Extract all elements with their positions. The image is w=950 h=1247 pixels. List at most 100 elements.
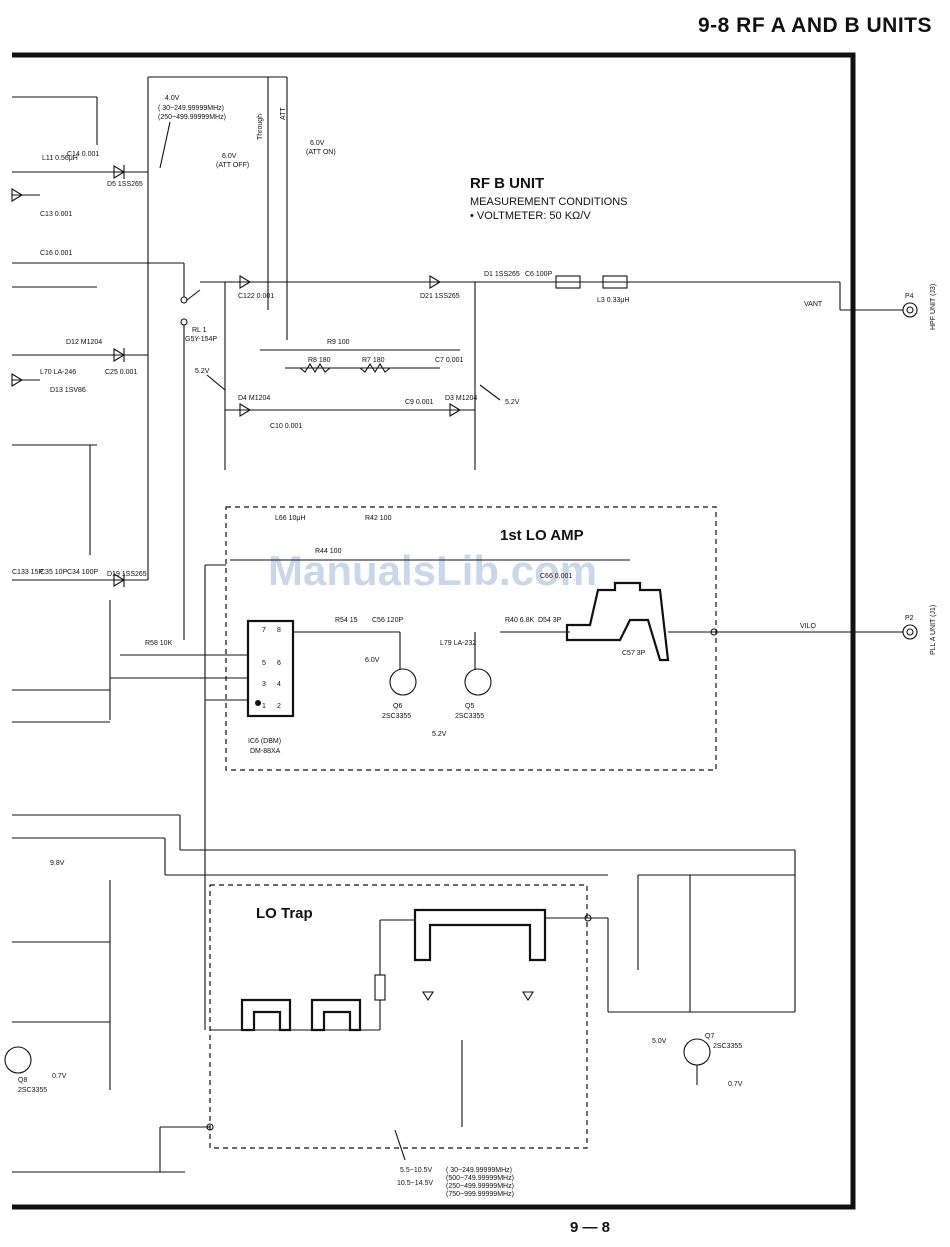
band-note: 4.0V ( 30~249.99999MHz) (250~499.99999MH…: [158, 95, 226, 169]
q6-symbol: [389, 668, 417, 696]
q5-part: 2SC3355: [455, 713, 484, 720]
voltage-9v8: 9.8V: [50, 860, 65, 867]
p2-destination: PLL A UNIT (J1): [930, 605, 937, 655]
q7-symbol: [683, 1038, 711, 1066]
label-r42: R42 100: [365, 515, 392, 522]
trap-note-a: 5.5~10.5V: [400, 1167, 432, 1174]
q5-symbol: [464, 668, 492, 696]
label-c7: C7 0.001: [435, 357, 464, 364]
label-l70: D13 1SV86: [50, 387, 86, 394]
trap-resonator-2: [310, 998, 362, 1032]
trap-range-3: (250~499.99999MHz): [446, 1183, 514, 1190]
rf-b-unit-title: RF B UNIT: [470, 175, 544, 192]
label-c6: D1 1SS265: [484, 271, 520, 278]
label-c24: D12 M1204: [66, 339, 102, 346]
p4-destination: HPF UNIT (J3): [930, 284, 937, 330]
lo-trap-boundary: [209, 884, 588, 1149]
label-c34: C34 100P: [67, 569, 98, 576]
q6-ref: Q6: [393, 703, 402, 710]
relay-part: G5Y-154P: [185, 336, 217, 343]
ic-pin-2: 2: [277, 703, 281, 710]
trap-range-1: ( 30~249.99999MHz): [446, 1167, 512, 1174]
lo-amp-boundary: [225, 506, 717, 771]
lo-filter: [565, 581, 670, 662]
label-r9: R9 100: [327, 339, 350, 346]
voltage-5v2-left: 5.2V: [195, 368, 210, 375]
label-r54: R54 15: [335, 617, 358, 624]
lo-trap-title: LO Trap: [256, 905, 313, 922]
label-d5: D5 1SS265: [107, 181, 143, 188]
attenuator-network: 5.2V 5.2V: [195, 282, 520, 470]
label-d12: C25 0.001: [105, 369, 137, 376]
watermark-text: ManualsLib.com: [268, 547, 597, 594]
ic-pin-8: 8: [277, 627, 281, 634]
label-d3: D3 M1204: [445, 395, 477, 402]
label-c14: C14 0.001: [67, 151, 99, 158]
label-l11: L11 0.56μH: [42, 155, 78, 162]
q8-symbol: [4, 1046, 32, 1074]
label-c56: C56 120P: [372, 617, 403, 624]
ic6-name: IC6 (DBM): [248, 738, 281, 745]
voltmeter-spec: • VOLTMETER: 50 KΩ/V: [470, 210, 591, 222]
bottom-wiring: [12, 1126, 210, 1173]
label-c10: C10 0.001: [270, 423, 302, 430]
label-r8: R8 180: [308, 357, 331, 364]
label-c16: C16 0.001: [40, 250, 72, 257]
relay-ref: RL 1: [192, 327, 207, 334]
vant-label: VANT: [804, 301, 823, 308]
page-number: 9 — 8: [570, 1219, 611, 1236]
label-c66: C66 0.001: [540, 573, 572, 580]
trap-resonator-3: [413, 908, 547, 962]
label-d54: R40 6.8K: [505, 617, 535, 624]
relay-rl1: RL 1 G5Y-154P: [148, 262, 840, 640]
lo-amp-block: 1st LO AMP 7 8 5 6 3 4 1 2 IC6 (DBM) DM-…: [225, 506, 937, 771]
trap-range-4: (750~999.99999MHz): [446, 1191, 514, 1198]
voltage-0v7-left: 0.7V: [52, 1073, 67, 1080]
q7-part: 2SC3355: [713, 1043, 742, 1050]
page-frame: [12, 52, 856, 1210]
label-c57: L79 LA-232: [440, 640, 476, 647]
label-d19: D19 1SS265: [107, 571, 147, 578]
att-off-voltage: 6.0V: [222, 153, 237, 160]
label-l66: L66 10μH: [275, 515, 306, 522]
q8-part: 2SC3355: [18, 1087, 47, 1094]
label-c13: C13 0.001: [40, 211, 72, 218]
voltage-5v0: 5.0V: [652, 1038, 667, 1045]
rf-output-path: VANT P4 HPF UNIT (J3): [239, 275, 937, 330]
label-c4: C6 100P: [525, 271, 553, 278]
att-off-label: (ATT OFF): [216, 162, 249, 169]
label-c59: C57 3P: [622, 650, 646, 657]
label-c133: C133 15P: [12, 569, 43, 576]
att-label: ATT: [280, 107, 287, 120]
label-d53: D54 3P: [538, 617, 562, 624]
att-switch-labels: Through ATT 6.0V (ATT OFF) 6.0V (ATT ON): [148, 76, 336, 340]
voltage-5v2-right: 5.2V: [505, 399, 520, 406]
component-labels: L11 0.56μH C14 0.001 D5 1SS265 C13 0.001…: [12, 151, 646, 657]
label-c35: C35 10P: [40, 569, 68, 576]
q7-stage: Q7 2SC3355 5.0V 0.7V: [607, 850, 796, 1088]
ic-pin-1: 1: [262, 703, 266, 710]
measurement-conditions: MEASUREMENT CONDITIONS: [470, 196, 627, 208]
q7-ref: Q7: [705, 1033, 714, 1040]
ic-pin-5: 5: [262, 660, 266, 667]
voltage-5v2-q: 5.2V: [432, 731, 447, 738]
att-on-voltage: 6.0V: [310, 140, 325, 147]
through-label: Through: [257, 114, 264, 140]
page-title: 9-8 RF A AND B UNITS: [697, 14, 932, 37]
ic-pin-7: 7: [262, 627, 266, 634]
ic-pin-6: 6: [277, 660, 281, 667]
band-note-range-1: ( 30~249.99999MHz): [158, 105, 224, 112]
vilo-label: VILO: [800, 623, 817, 630]
band-note-range-2: (250~499.99999MHz): [158, 114, 226, 121]
lo-amp-title: 1st LO AMP: [500, 527, 584, 544]
label-r7: R7 180: [362, 357, 385, 364]
label-r44: R44 100: [315, 548, 342, 555]
rf-b-unit-heading: RF B UNIT MEASUREMENT CONDITIONS • VOLTM…: [470, 175, 627, 222]
lower-left-circuit: 9.8V Q8 2SC3355 0.7V: [4, 814, 795, 1094]
ic6-body: [246, 619, 295, 718]
trap-resonator-1: [240, 998, 292, 1032]
voltage-0v7-right: 0.7V: [728, 1081, 743, 1088]
ic-pin-4: 4: [277, 681, 281, 688]
q8-ref: Q8: [18, 1077, 27, 1084]
